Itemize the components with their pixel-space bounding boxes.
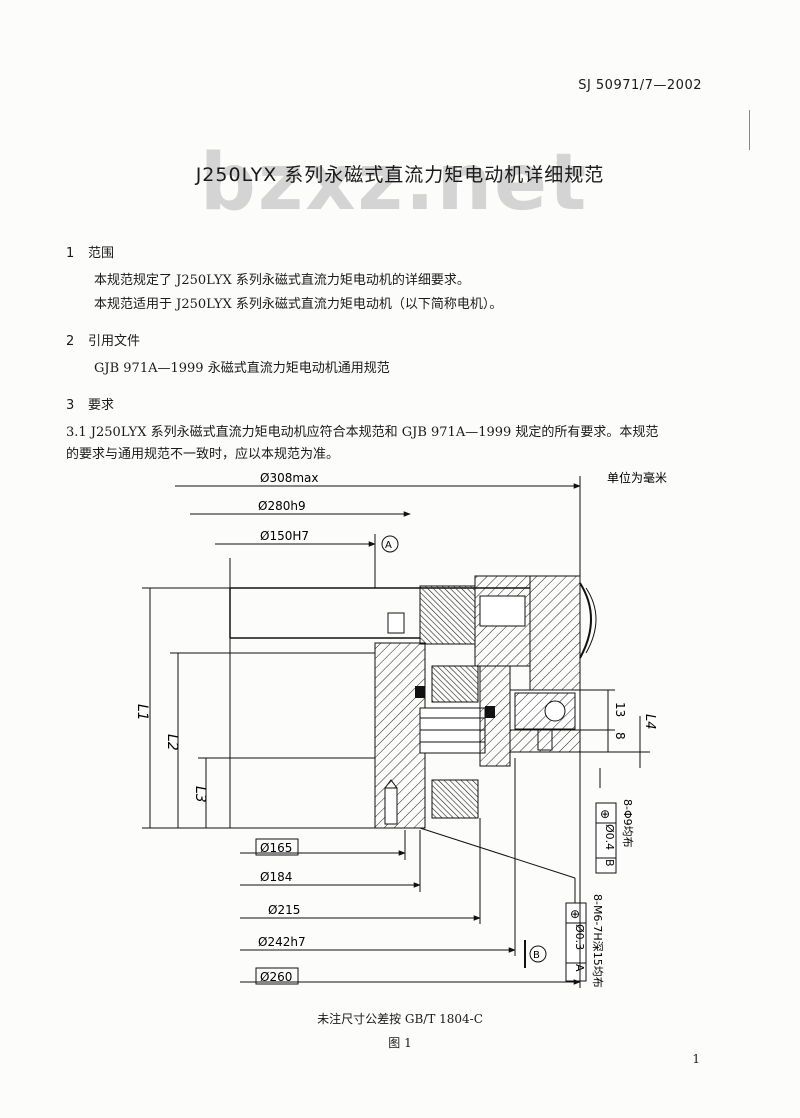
section-3-heading: 3 要求 <box>66 394 114 413</box>
reference-document: GJB 971A—1999 永磁式直流力矩电动机通用规范 <box>94 361 390 376</box>
datum-a-label: A <box>385 540 392 551</box>
dim-pilot-280: Ø280h9 <box>258 499 306 513</box>
dim-165: Ø165 <box>260 841 292 855</box>
dim-8: 8 <box>613 732 627 740</box>
dim-13: 13 <box>613 702 627 717</box>
dim-l1: L1 <box>134 704 150 721</box>
section-title: 引用文件 <box>88 334 141 349</box>
section-title: 范围 <box>88 246 115 261</box>
technical-drawing-svg: 单位为毫米 Ø308max Ø280h9 Ø150H7 A <box>134 470 667 988</box>
figure-label: 图 1 <box>388 1036 412 1050</box>
position-tolerance-frame-2: ⊕ Ø0.3 A 8-M6-7H深15均布 <box>419 827 604 988</box>
page-title: J250LYX 系列永磁式直流力矩电动机详细规范 <box>195 164 605 186</box>
watermark: bzxz.net <box>200 138 589 228</box>
dim-od-308: Ø308max <box>260 471 319 485</box>
clause-3-1-line-1: 3.1 J250LYX 系列永磁式直流力矩电动机应符合本规范和 GJB 971A… <box>66 425 659 440</box>
section-2-heading: 2 引用文件 <box>66 330 140 349</box>
section-number: 3 <box>66 398 75 413</box>
fcf1-tolerance: Ø0.4 <box>603 824 616 850</box>
margin-mark <box>749 110 750 150</box>
dim-bore-150: Ø150H7 <box>260 529 309 543</box>
fcf1-symbol: ⊕ <box>600 807 610 821</box>
section-number: 2 <box>66 334 75 349</box>
section-1-heading: 1 范围 <box>66 242 114 261</box>
dim-184: Ø184 <box>260 870 292 884</box>
section-1-paragraph-2: 本规范适用于 J250LYX 系列永磁式直流力矩电动机（以下简称电机）。 <box>94 297 503 312</box>
dim-215: Ø215 <box>268 903 300 917</box>
dim-l3: L3 <box>192 786 208 803</box>
section-title: 要求 <box>88 398 115 413</box>
dim-242: Ø242h7 <box>258 935 306 949</box>
fcf1-note: 8-Φ9均布 <box>621 799 634 848</box>
section-number: 1 <box>66 246 75 261</box>
fcf2-symbol: ⊕ <box>570 907 580 921</box>
standard-number: SJ 50971/7—2002 <box>578 78 702 93</box>
section-1-paragraph-1: 本规范规定了 J250LYX 系列永磁式直流力矩电动机的详细要求。 <box>94 273 470 288</box>
fcf2-note: 8-M6-7H深15均布 <box>591 894 604 988</box>
fcf1-datum: B <box>603 859 616 867</box>
page-number: 1 <box>692 1052 700 1066</box>
dim-l2: L2 <box>164 734 180 751</box>
clause-3-1-line-2: 的要求与通用规范不一致时，应以本规范为准。 <box>66 447 340 462</box>
motor-drawing: 单位为毫米 Ø308max Ø280h9 Ø150H7 A <box>120 468 690 1008</box>
datum-b-label: B <box>533 950 540 961</box>
dim-l4: L4 <box>642 714 657 730</box>
position-tolerance-frame-1: ⊕ Ø0.4 B 8-Φ9均布 <box>595 768 634 874</box>
unit-note: 单位为毫米 <box>607 470 667 485</box>
figure-note: 未注尺寸公差按 GB/T 1804-C <box>317 1012 483 1026</box>
dim-260: Ø260 <box>260 970 292 984</box>
